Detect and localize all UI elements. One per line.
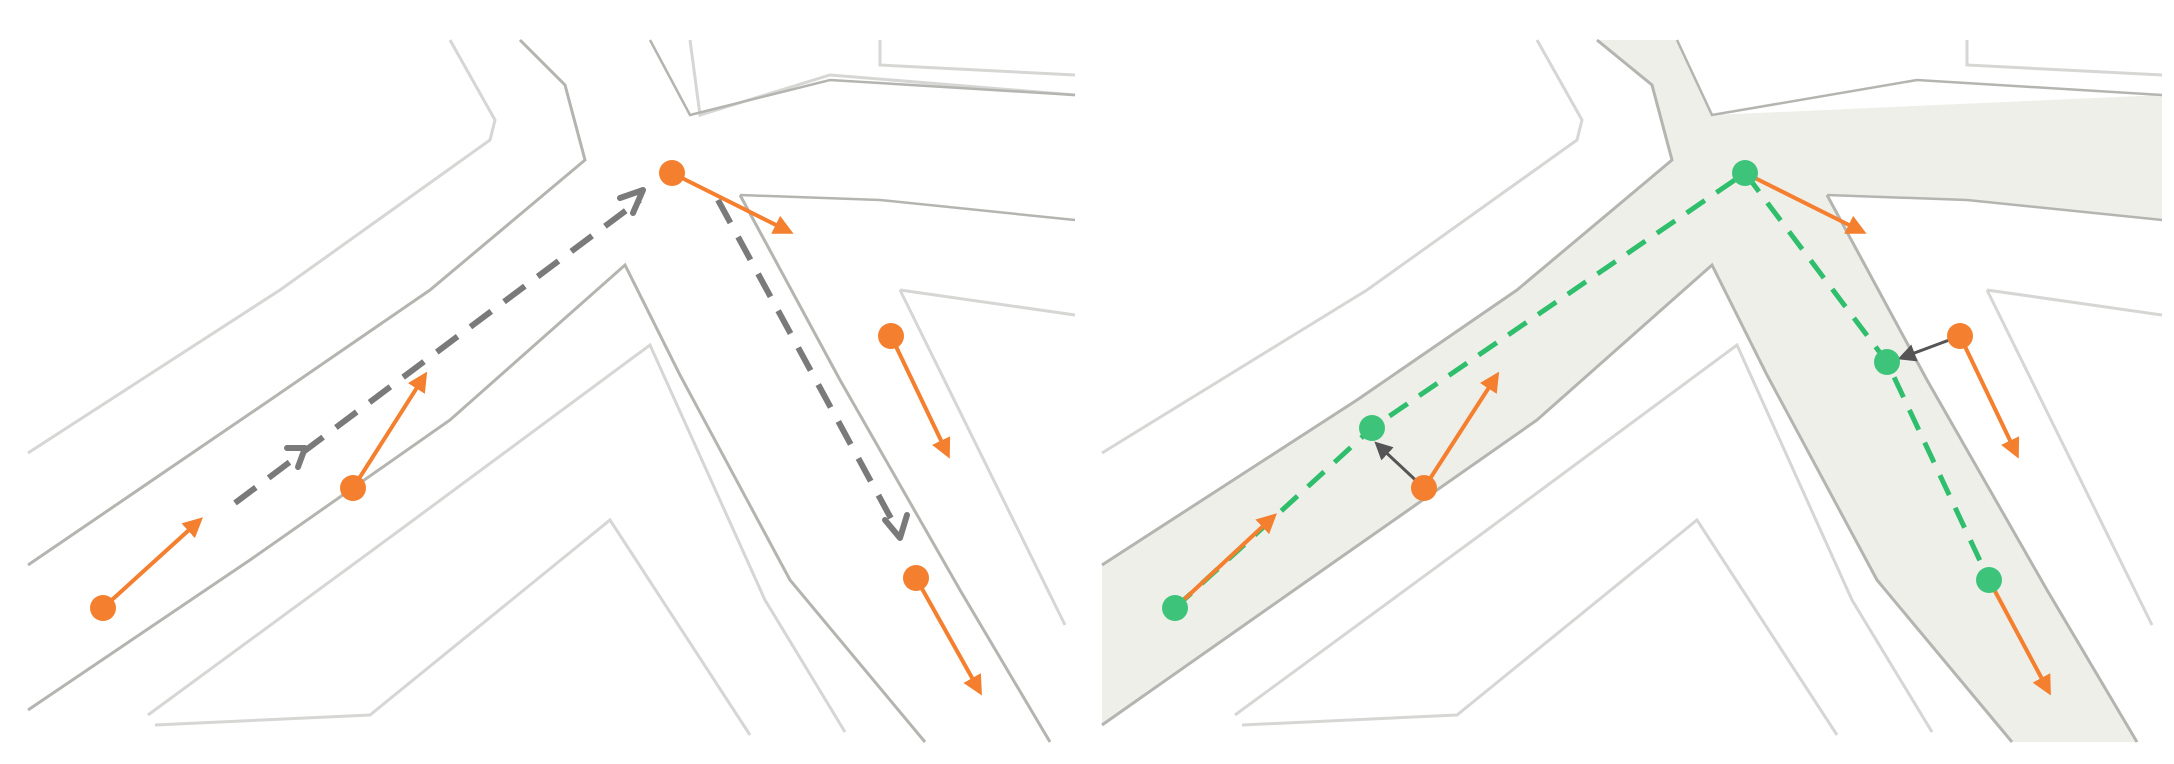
gps-heading-arrow-1 [101,517,203,610]
gps-headings [101,171,982,696]
road-edge-northwest [1101,38,1674,567]
travel-path-dash-segment-1 [233,197,642,506]
travel-path-arrowhead-1 [284,445,308,470]
road-edge-east-side [1825,194,2139,743]
gps-heading-arrow-3 [671,171,794,234]
gps-heading-arrow-5 [914,577,982,696]
gps-point-3 [659,160,685,186]
road-edge-north [648,39,1076,117]
raw-gps-point-2 [1411,475,1437,501]
heading-arrow-5 [1987,579,2051,696]
curb-line-upper-left [27,39,497,455]
curb-line-top [688,39,1076,117]
road-edge-southwest [1101,262,2014,743]
road-edge-east-top [1826,193,2163,222]
curb-line-top-right [878,40,1076,77]
travel-path-arrowhead-2 [617,187,646,216]
road-network-fill [1102,40,2162,742]
curb-line-right-block-side [1985,289,2154,626]
curb-line-top-right [1965,40,2163,77]
road-edge-northwest [27,38,587,567]
matched-point-3 [1732,160,1758,186]
gps-point-1 [90,595,116,621]
gps-point-5 [903,565,929,591]
heading-arrow-1 [1173,513,1277,610]
matched-point-1 [1162,595,1188,621]
curb-line-inner-block [147,342,847,733]
gps-point-4 [878,323,904,349]
matched-point-4 [1874,349,1900,375]
curb-line-lower-block [1241,517,1839,736]
curb-line-inner-block [1234,342,1934,733]
heading-arrow-2 [1422,371,1500,490]
road-edge-north [1675,39,2163,117]
curb-line-right-block-side [898,289,1067,626]
travel-path-arrowhead-3 [882,512,910,541]
raw-gps-point-4 [1947,323,1973,349]
street-map [27,38,1076,743]
curb-line-lower-block [154,517,752,736]
road-segment-northwest [1102,40,2162,742]
map-matched-panel [1101,38,2163,743]
road-edge-southwest [27,262,927,743]
gps-points [90,160,929,621]
road-edge-east-side [738,194,1052,743]
gps-heading-arrow-4 [889,335,951,459]
street-map [1101,38,2163,743]
gps-heading-arrow-2 [351,371,428,490]
heading-arrow-4 [1958,335,2020,459]
curb-line-upper-left [1101,39,1584,455]
raw-gps-points [1411,323,1973,501]
matched-point-5 [1976,567,2002,593]
curb-line-right-block [899,288,1076,317]
raw-trajectory-panel [27,38,1076,743]
matched-points [1162,160,2002,621]
heading-arrow-3 [1744,171,1867,234]
inferred-travel-path [233,187,910,541]
headings [1173,171,2051,696]
road-edge-east-top [739,193,1076,222]
matched-point-2 [1359,415,1385,441]
travel-path-dash-segment-2 [715,198,903,537]
curb-line-right-block [1986,288,2163,317]
gps-point-2 [340,475,366,501]
